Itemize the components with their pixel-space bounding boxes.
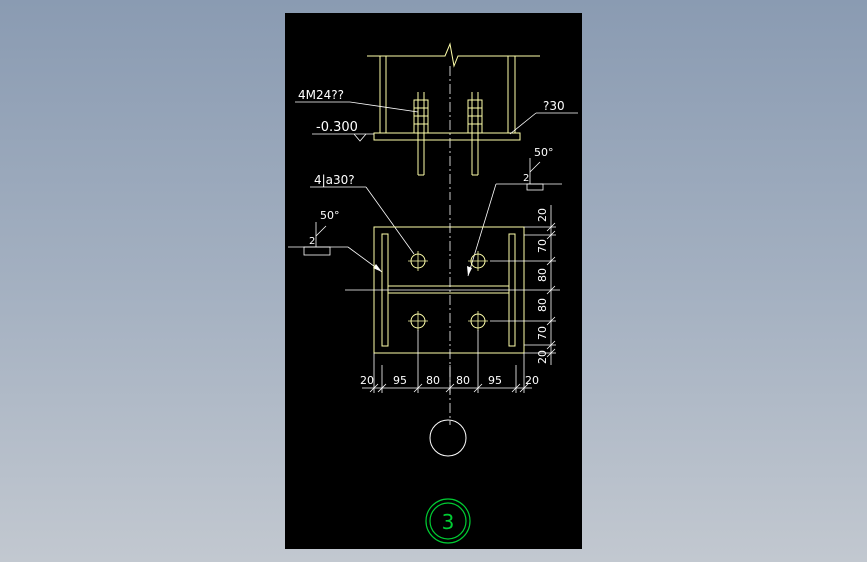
dim-h-5: 95 <box>488 374 502 387</box>
hole-spec-label: 4|a30? <box>314 173 355 187</box>
weld-angle-left: 50° <box>320 209 340 222</box>
section-circle <box>429 419 467 457</box>
base-plate-plan <box>345 205 560 425</box>
dim-v-3: 80 <box>536 268 549 282</box>
weld-symbol-left: 2 50° <box>288 209 383 273</box>
elevation-triangle <box>353 133 367 142</box>
vertical-dimension-chain <box>490 205 556 365</box>
hole-spec-annotation: 4|a30? <box>310 173 415 255</box>
dim-v-5: 70 <box>536 326 549 340</box>
dim-v-6: 20 <box>536 350 549 364</box>
detail-number: 3 <box>442 510 455 534</box>
dim-v-4: 80 <box>536 298 549 312</box>
drawing-panel[interactable]: 4M24?? -0.300 ?30 2 50° <box>285 13 582 549</box>
elevation-label: -0.300 <box>316 120 358 135</box>
dim-v-2: 70 <box>536 239 549 253</box>
plate-thickness-leader <box>509 112 537 135</box>
column-base-detail-drawing: 4M24?? -0.300 ?30 2 50° <box>288 42 578 544</box>
bolt-hole <box>408 311 428 331</box>
break-line <box>367 42 540 68</box>
plate-thickness-label: ?30 <box>543 99 565 113</box>
weld-size-left: 2 <box>309 236 315 247</box>
anchor-bolt-right <box>467 92 483 176</box>
bolt-hole <box>408 251 428 271</box>
dim-h-3: 80 <box>426 374 440 387</box>
dim-h-4: 80 <box>456 374 470 387</box>
anchor-bolt-left <box>413 92 429 176</box>
base-plate-section <box>373 132 521 141</box>
weld-angle-right: 50° <box>534 146 554 159</box>
dim-h-1: 20 <box>360 374 374 387</box>
bolt-hole <box>468 311 488 331</box>
bolt-hole <box>468 251 488 271</box>
section-view: 4M24?? -0.300 ?30 <box>295 42 578 200</box>
bolt-spec-label: 4M24?? <box>298 88 344 102</box>
dim-h-6: 20 <box>525 374 539 387</box>
horizontal-dimension-labels: 20 95 80 80 95 20 <box>360 374 539 387</box>
weld-size-right: 2 <box>523 173 529 184</box>
vertical-dimension-labels: 20 70 80 80 70 20 <box>536 208 549 364</box>
detail-number-badge: 3 <box>425 498 471 544</box>
dim-h-2: 95 <box>393 374 407 387</box>
dim-v-1: 20 <box>536 208 549 222</box>
horizontal-dimension-chain <box>362 330 532 393</box>
